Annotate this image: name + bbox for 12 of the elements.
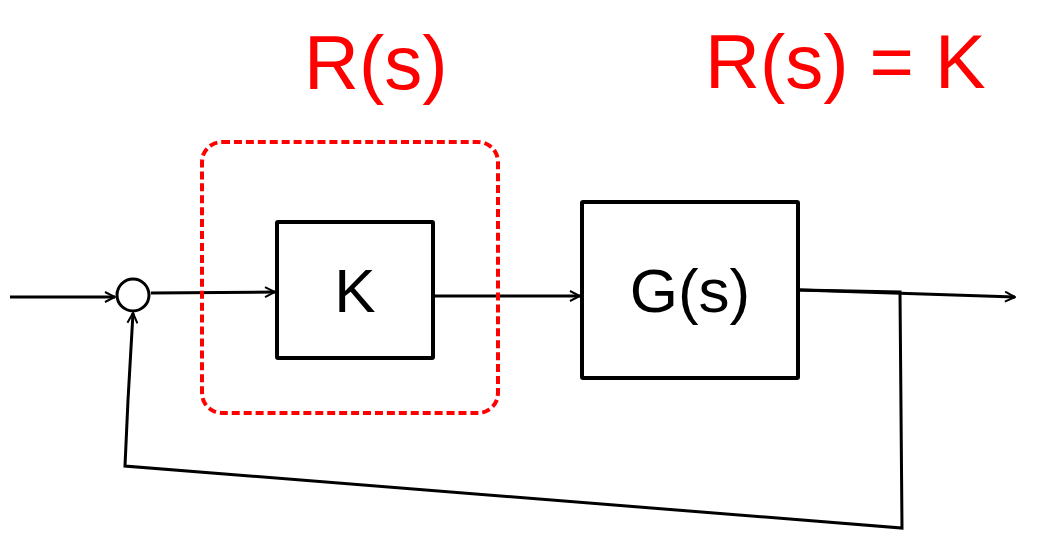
block-label: G(s) [629, 254, 751, 326]
plant-block [580, 200, 800, 380]
arrow [123, 288, 904, 530]
equation-note: R(s) = K [705, 18, 986, 105]
arrow [435, 290, 581, 302]
summing-junction [115, 277, 151, 313]
gain-block [275, 220, 435, 360]
block-label: K [334, 254, 376, 326]
boundary-heading: R(s) [304, 19, 448, 106]
arrow [151, 286, 276, 299]
arrow [10, 291, 116, 303]
arrow [799, 288, 1016, 303]
